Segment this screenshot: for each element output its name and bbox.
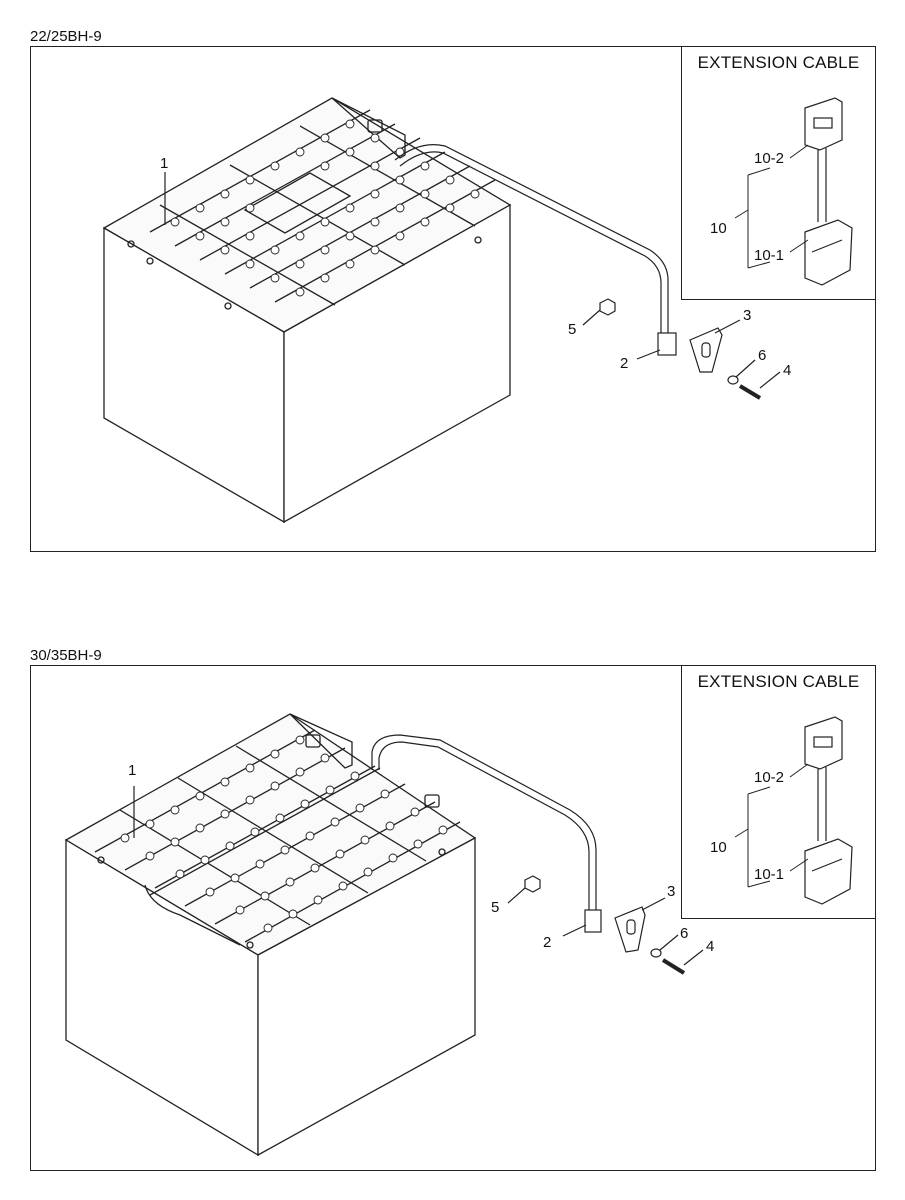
- inset-callout-10-2: 10-2: [754, 150, 784, 167]
- inset-callout-10-1: 10-1: [754, 247, 784, 264]
- battery-connector: [657, 332, 677, 356]
- callout-6: 6: [758, 347, 766, 364]
- callout-3: 3: [743, 307, 751, 324]
- section-1-battery-diagram: 1 2 3 4 5 6 10-2 10 10-1: [102, 97, 853, 524]
- inset-callout-10: 10: [710, 220, 727, 237]
- section-2-inset-title: EXTENSION CABLE: [697, 672, 860, 691]
- callout-5: 5: [568, 321, 576, 338]
- washer: [727, 375, 739, 385]
- battery-cable: [394, 144, 669, 335]
- callout-1: 1: [160, 155, 168, 172]
- extension-plug-bottom: [804, 219, 853, 286]
- nut: [599, 298, 616, 316]
- section-2-extension-cable-inset: EXTENSION CABLE: [681, 665, 876, 919]
- section-1-model-label: 22/25BH-9: [30, 28, 102, 45]
- connector-handle: [689, 327, 723, 373]
- bolt: [738, 384, 762, 400]
- section-1-inset-title: EXTENSION CABLE: [697, 53, 860, 72]
- callout-2: 2: [620, 355, 628, 372]
- callout-4: 4: [783, 362, 791, 379]
- battery-box-right-face: [283, 203, 511, 524]
- section-2-model-label: 30/35BH-9: [30, 647, 102, 664]
